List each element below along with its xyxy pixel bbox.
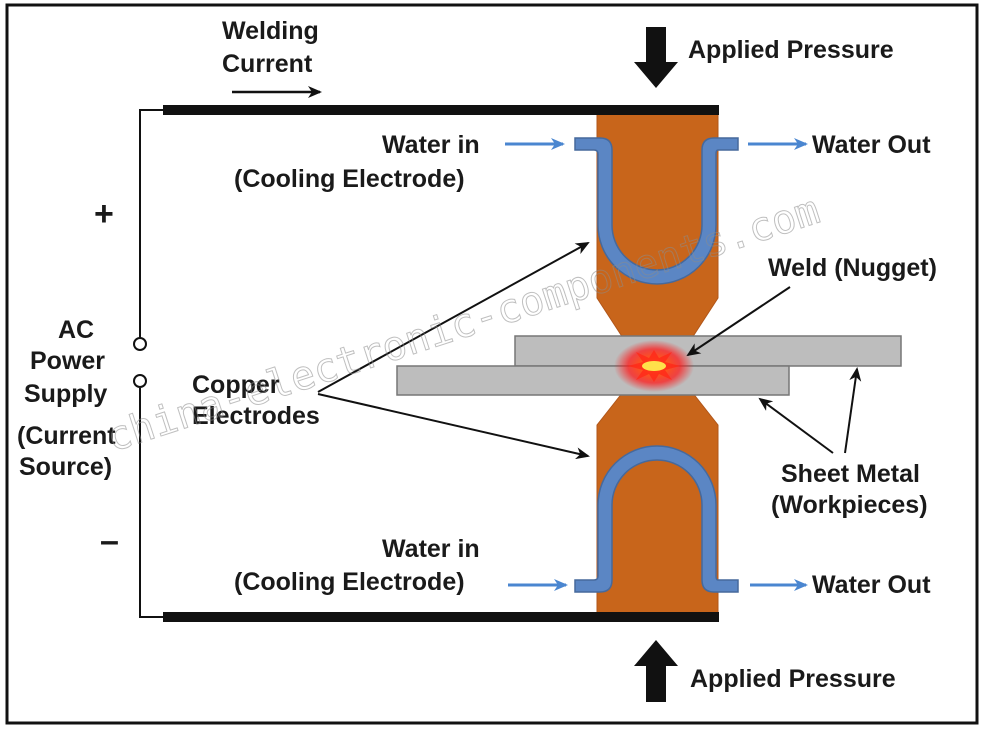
lower-electrode (574, 391, 739, 615)
negative-sign: – (100, 522, 119, 560)
copper-electrodes-label-line2: Electrodes (192, 402, 320, 430)
applied-pressure-bottom-arrow (634, 640, 678, 702)
lower-cooling-channel (574, 445, 739, 593)
lower-sheet-metal (396, 365, 790, 396)
water-in-top-label-line2: (Cooling Electrode) (234, 165, 465, 193)
negative-terminal (133, 374, 147, 388)
bottom-bus-bar (163, 612, 719, 622)
negative-wire (139, 388, 165, 618)
positive-sign: + (94, 195, 114, 233)
ac-supply-label-line1: AC (58, 316, 94, 344)
ac-supply-label-line4: (Current (17, 422, 116, 450)
sheet-metal-label-line1: Sheet Metal (781, 460, 920, 488)
water-out-top-label: Water Out (812, 131, 931, 159)
water-in-bottom-label-line1: Water in (382, 535, 480, 563)
sheet-metal-lower-pointer (758, 397, 834, 454)
applied-pressure-top-label: Applied Pressure (688, 36, 894, 64)
welding-current-label-line2: Current (222, 50, 313, 78)
top-bus-bar (163, 105, 719, 115)
applied-pressure-top-arrow (634, 27, 678, 88)
copper-electrodes-lower-pointer (317, 393, 590, 460)
water-in-top-label-line1: Water in (382, 131, 480, 159)
weld-nugget-pointer (686, 286, 791, 357)
weld-nugget (614, 340, 694, 392)
ac-supply-label-line2: Power (30, 347, 105, 375)
copper-electrodes-label-line1: Copper (192, 371, 280, 399)
positive-wire (139, 109, 165, 338)
power-circuit (133, 109, 165, 618)
upper-cooling-channel (574, 137, 739, 285)
positive-terminal (133, 337, 147, 351)
upper-electrode (574, 109, 739, 339)
applied-pressure-bottom-label: Applied Pressure (690, 665, 896, 693)
weld-nugget-label: Weld (Nugget) (768, 254, 937, 282)
water-in-bottom-label-line2: (Cooling Electrode) (234, 568, 465, 596)
ac-supply-label-line3: Supply (24, 380, 107, 408)
copper-electrodes-upper-pointer (317, 242, 590, 393)
water-out-bottom-label: Water Out (812, 571, 931, 599)
sheet-metal-upper-pointer (844, 367, 862, 454)
ac-supply-label-line5: Source) (19, 453, 112, 481)
welding-current-label-line1: Welding (222, 17, 319, 45)
sheet-metal-label-line2: (Workpieces) (771, 491, 928, 519)
